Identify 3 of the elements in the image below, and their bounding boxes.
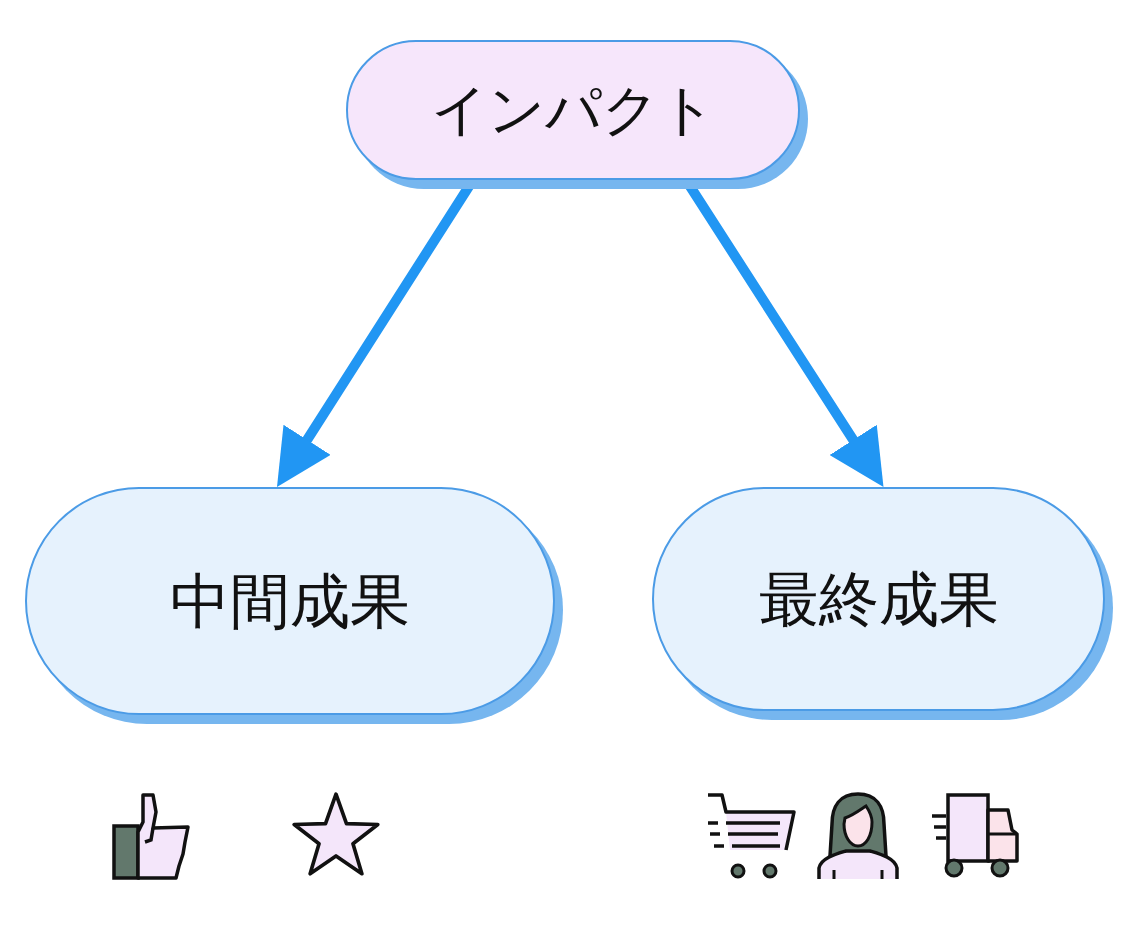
node-label: インパクト: [430, 82, 716, 138]
node-label: 中間成果: [170, 571, 410, 631]
node-label: 最終成果: [758, 569, 999, 629]
